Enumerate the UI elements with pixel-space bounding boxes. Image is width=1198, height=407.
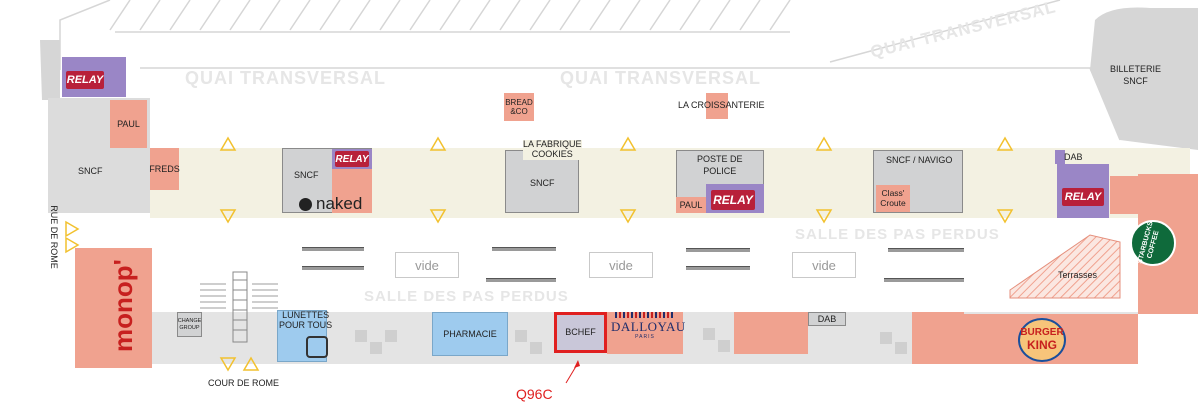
- shop-paul-mid[interactable]: PAUL: [676, 197, 706, 213]
- relay-logo: RELAY: [66, 71, 104, 89]
- terrasses-label: Terrasses: [1058, 270, 1098, 280]
- escalator-icon: [486, 278, 556, 282]
- sncf-navigo-label: SNCF / NAVIGO: [886, 155, 953, 165]
- dalloyau-sub: PARIS: [635, 334, 655, 340]
- exit-triangle-icon: [242, 356, 260, 371]
- dab-right-label: DAB: [1064, 152, 1083, 162]
- shop-la-croissanterie[interactable]: [706, 93, 728, 119]
- burger-king-logo-icon: [1018, 318, 1066, 362]
- sncf-left-label: SNCF: [78, 166, 103, 176]
- exit-triangle-icon: [996, 136, 1014, 151]
- billeterie-label: BILLETERIE SNCF: [1110, 64, 1162, 86]
- salle-pas-perdus-label: SALLE DES PAS PERDUS: [795, 226, 1000, 243]
- sncf-block-3: [505, 150, 579, 213]
- quai-transversal-label: QUAI TRANSVERSAL: [560, 68, 762, 88]
- poste-de-police-label: POSTE DE POLICE: [697, 154, 743, 176]
- vide-box: vide: [395, 252, 459, 278]
- burger-king-text-2: KING: [1027, 337, 1057, 352]
- escalator-icon: [686, 266, 750, 270]
- exit-triangle-icon: [65, 236, 80, 254]
- shop-unnamed-2[interactable]: [912, 312, 964, 364]
- shop-freds[interactable]: FREDS: [149, 148, 180, 190]
- shop-bread-co[interactable]: BREAD &CO: [504, 93, 534, 121]
- exit-triangle-icon: [619, 209, 637, 224]
- escalator-icon: [492, 247, 556, 251]
- exit-triangle-icon: [815, 136, 833, 151]
- burger-king-text-1: BURGER: [1020, 327, 1064, 338]
- exit-triangle-icon: [996, 209, 1014, 224]
- vide-box: vide: [792, 252, 856, 278]
- shop-monop-area[interactable]: [75, 248, 152, 368]
- escalator-icon: [686, 248, 750, 252]
- exit-triangle-icon: [815, 209, 833, 224]
- shop-lunettes-area[interactable]: [277, 310, 327, 362]
- shop-burger-king: BURGER KING: [1018, 327, 1066, 352]
- marker-label: Q96C: [516, 386, 553, 402]
- shop-change-group[interactable]: CHANGE GROUP: [177, 312, 202, 337]
- shop-unnamed[interactable]: [734, 312, 808, 354]
- la-croissanterie-label: LA CROISSANTERIE: [678, 100, 765, 110]
- shop-lunettes-pour-tous: LUNETTES POUR TOUS: [279, 310, 333, 330]
- exit-triangle-icon: [429, 136, 447, 151]
- escalator-icon: [888, 248, 964, 252]
- relay-logo: RELAY: [335, 151, 369, 167]
- exit-triangle-icon: [219, 209, 237, 224]
- shop-naked[interactable]: naked: [316, 194, 363, 213]
- lunettes-logo-icon: [306, 336, 328, 358]
- sncf-label-2: SNCF: [294, 170, 319, 180]
- exit-triangle-icon: [219, 357, 237, 372]
- escalator-icon: [884, 278, 964, 282]
- naked-logo-icon: [299, 198, 312, 211]
- shop-bchef[interactable]: BCHEF: [554, 312, 607, 353]
- sncf-label-3: SNCF: [530, 178, 555, 188]
- cour-de-rome-label: COUR DE ROME: [208, 378, 280, 388]
- la-fabrique-cookies-label: LA FABRIQUE COOKIES: [523, 139, 582, 160]
- right-shop-small: [1110, 176, 1140, 214]
- exit-triangle-icon: [619, 136, 637, 151]
- starbucks-logo-icon: [1130, 220, 1176, 266]
- shop-paul-left[interactable]: PAUL: [110, 100, 147, 148]
- shop-dab-bottom[interactable]: DAB: [808, 312, 846, 326]
- exit-triangle-icon: [65, 220, 80, 238]
- escalator-icon: [302, 266, 364, 270]
- shop-naked-area: [332, 169, 372, 213]
- exit-triangle-icon: [429, 209, 447, 224]
- vide-box: vide: [589, 252, 653, 278]
- quai-transversal-label: QUAI TRANSVERSAL: [185, 68, 387, 88]
- exit-triangle-icon: [219, 136, 237, 151]
- shop-pharmacie[interactable]: PHARMACIE: [432, 312, 508, 356]
- shop-dalloyau: DALLOYAU: [611, 319, 686, 334]
- salle-pas-perdus-label: SALLE DES PAS PERDUS: [364, 288, 569, 305]
- dab-right-area: [1055, 150, 1065, 164]
- relay-logo: RELAY: [1062, 188, 1104, 206]
- shop-class-croute[interactable]: Class' Croute: [876, 185, 910, 212]
- arrow-icon: [574, 360, 580, 368]
- escalator-icon: [302, 247, 364, 251]
- shop-dalloyau-area[interactable]: [607, 312, 683, 354]
- relay-logo: RELAY: [711, 190, 755, 210]
